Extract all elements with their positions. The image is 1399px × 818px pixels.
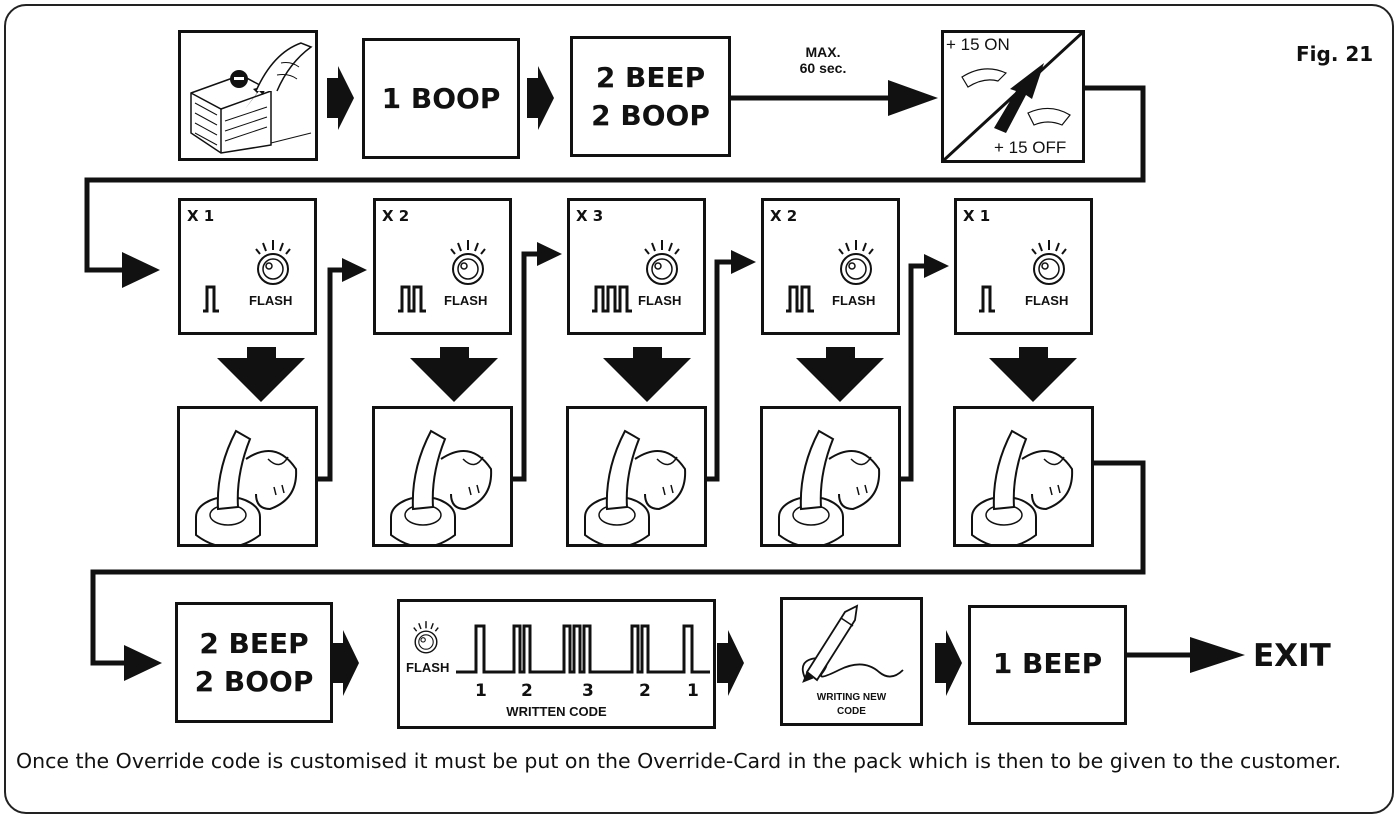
flash-count-label: X 3: [576, 207, 604, 225]
flash-count-label: X 2: [382, 207, 410, 225]
flash-box-3: X 3 FLASH: [567, 198, 706, 335]
flash-text-label: FLASH: [832, 293, 876, 308]
timeout-line1: MAX.: [805, 44, 841, 60]
figure-label: Fig. 21: [1296, 42, 1374, 66]
confirm-beep-boop-box: 2 BEEP 2 BOOP: [175, 602, 333, 723]
step-1-boop-label: 1 BOOP: [381, 82, 501, 115]
flash-lamp-icon: [1031, 239, 1067, 285]
pulse-train: [979, 285, 995, 313]
key-card-insert-box: [178, 30, 318, 161]
writing-line1: WRITING NEW: [816, 692, 887, 703]
flash-count-label: X 2: [770, 207, 798, 225]
finger-press-icon: [778, 430, 881, 548]
pulse-train: [592, 285, 632, 313]
flash-text-label: FLASH: [638, 293, 682, 308]
ignition-on-label: + 15 ON: [946, 35, 1010, 54]
connector-lines: [84, 85, 1193, 666]
flash-lamp-icon: [838, 239, 874, 285]
pulse-train: [203, 285, 219, 313]
code-flash-lamp-icon: [413, 620, 439, 654]
flash-box-4: X 2 FLASH: [761, 198, 900, 335]
button-press-box-5: [953, 406, 1094, 548]
flash-lamp-icon: [644, 239, 680, 285]
flash-box-1: X 1 FLASH: [178, 198, 317, 335]
caption-text: Once the Override code is customised it …: [16, 749, 1342, 773]
code-digit-4: 2: [639, 681, 651, 701]
code-flash-label: FLASH: [406, 660, 450, 675]
written-code-box: FLASH 1 2 3 2 1 WRITTEN CODE: [397, 599, 716, 729]
confirm-line1: 2 BEEP: [199, 627, 309, 660]
flash-signal-graphic: [786, 239, 874, 313]
code-digit-3: 3: [582, 681, 594, 701]
pulse-train: [786, 285, 814, 313]
exit-label: EXIT: [1253, 638, 1331, 674]
flash-signal-graphic: [592, 239, 680, 313]
flash-box-2: X 2 FLASH: [373, 198, 512, 335]
finger-press-icon: [390, 430, 493, 548]
button-press-box-4: [760, 406, 901, 548]
timeout-line2: 60 sec.: [799, 60, 847, 76]
key-card-illustration: [190, 42, 313, 154]
pen-writing-icon: [801, 604, 904, 683]
flash-lamp-icon: [450, 239, 486, 285]
figure-frame: [4, 4, 1394, 814]
written-code-title: WRITTEN CODE: [506, 704, 607, 719]
step-2-line2: 2 BOOP: [591, 99, 710, 132]
button-press-box-3: [566, 406, 707, 548]
finger-press-icon: [195, 430, 298, 548]
step-2-line1: 2 BEEP: [595, 61, 706, 94]
block-arrows: [217, 66, 1077, 696]
flash-signal-graphic: [203, 239, 291, 313]
flash-box-5: X 1 FLASH: [954, 198, 1093, 335]
flash-count-label: X 1: [187, 207, 215, 225]
flash-count-label: X 1: [963, 207, 991, 225]
ignition-toggle-box: + 15 ON + 15 OFF: [941, 30, 1085, 163]
code-digit-1: 1: [475, 681, 487, 701]
flash-text-label: FLASH: [249, 293, 293, 308]
finger-press-icon: [584, 430, 687, 548]
arrow-heads: [122, 80, 1245, 681]
timeout-label: MAX. 60 sec.: [778, 44, 868, 76]
step-1-boop-box: 1 BOOP: [362, 38, 520, 159]
code-digit-2: 2: [521, 681, 533, 701]
flash-text-label: FLASH: [1025, 293, 1069, 308]
flash-signal-graphic: [398, 239, 486, 313]
final-beep-label: 1 BEEP: [992, 647, 1103, 680]
code-digit-5: 1: [687, 681, 699, 701]
button-press-box-2: [372, 406, 513, 548]
writing-new-code-box: WRITING NEW CODE: [780, 597, 923, 726]
writing-line2: CODE: [837, 706, 866, 717]
button-press-box-1: [177, 406, 318, 548]
step-2-beep-boop-box: 2 BEEP 2 BOOP: [570, 36, 731, 157]
final-beep-box: 1 BEEP: [968, 605, 1127, 725]
finger-press-icon: [971, 430, 1074, 548]
confirm-line2: 2 BOOP: [194, 665, 314, 698]
written-code-pulse-train: [456, 624, 710, 674]
flash-lamp-icon: [255, 239, 291, 285]
ignition-off-label: + 15 OFF: [994, 138, 1067, 157]
ignition-illustration: [944, 33, 1082, 160]
pulse-train: [398, 285, 426, 313]
flash-text-label: FLASH: [444, 293, 488, 308]
flash-signal-graphic: [979, 239, 1067, 313]
